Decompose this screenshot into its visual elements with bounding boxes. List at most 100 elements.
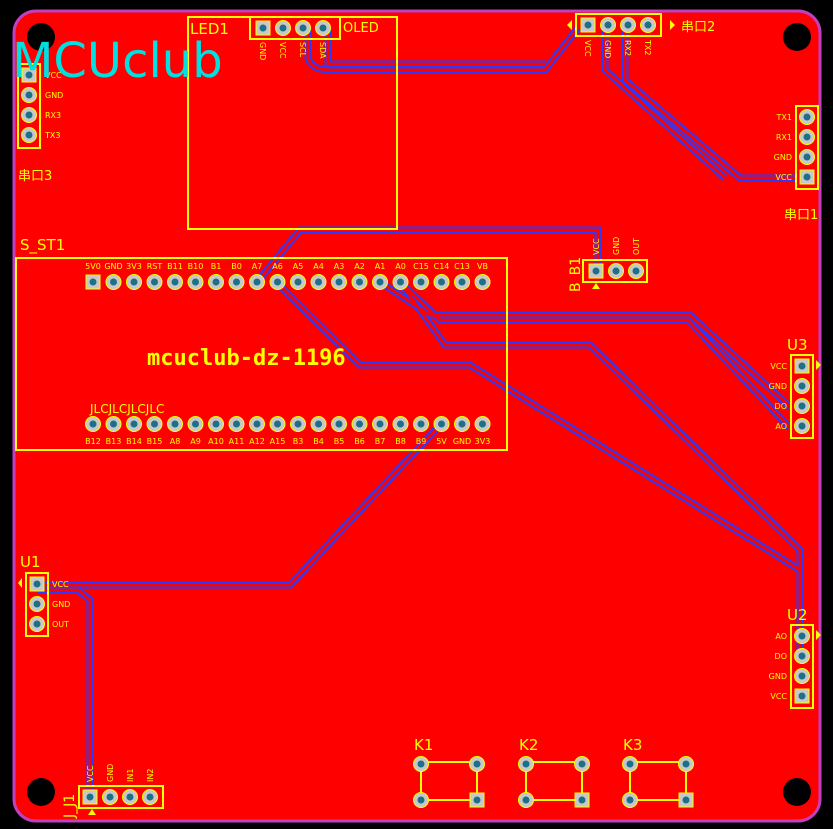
k2-outline — [525, 761, 583, 801]
st-top-pin-label-10: A5 — [293, 262, 304, 271]
u3-label: U3 — [787, 336, 808, 354]
jj1-pin-in1-hole — [126, 793, 134, 801]
st-top-pin-5v0-hole — [89, 278, 97, 286]
u1-label: U1 — [20, 553, 41, 571]
port3-pin-label-1: GND — [45, 91, 63, 100]
led1-label: LED1 — [190, 20, 229, 38]
jj1-pin-label-0: VCC — [86, 765, 95, 782]
oled-pin-label-0: GND — [258, 42, 267, 60]
st-top-pin-label-15: A0 — [395, 262, 406, 271]
k1-pad-tr-hole — [473, 760, 481, 768]
st-bottom-pin-b13-hole — [110, 420, 117, 428]
k1-pad-br-hole — [473, 796, 481, 804]
st-bottom-pin-b14-hole — [130, 420, 138, 428]
k2-pad-tr-hole — [578, 760, 586, 768]
st-top-pin-label-12: A3 — [334, 262, 345, 271]
u1-pin-gnd-hole — [33, 600, 41, 608]
st1-outline — [15, 257, 508, 451]
oled-pin-scl-hole — [299, 24, 307, 32]
port2-pin-rx2-hole — [624, 21, 632, 29]
u1-outline — [25, 572, 49, 637]
port1-pin-tx1-hole — [803, 113, 811, 121]
u3-pin-vcc-hole — [798, 362, 806, 370]
st-bottom-pin-a9-hole — [192, 420, 199, 428]
jj1-pin-label-3: IN2 — [146, 769, 155, 782]
k3-label: K3 — [623, 736, 642, 754]
st-top-pin-c13-hole — [458, 278, 466, 286]
bb1-pin-label-0: VCC — [592, 238, 601, 255]
k3-pad-bl-hole — [626, 796, 634, 804]
u1-pin-out-hole — [33, 620, 41, 628]
u3-pin-label-2: DO — [775, 402, 787, 411]
st-bottom-pin-label-17: 5V — [436, 437, 447, 446]
st-top-pin-label-0: 5V0 — [85, 262, 101, 271]
oled-pin-label-1: VCC — [278, 42, 287, 59]
u2-pin-vcc-hole — [798, 692, 806, 700]
st-bottom-pin-label-7: A11 — [229, 437, 245, 446]
st-top-pin-label-7: B0 — [231, 262, 242, 271]
jj1-pin-label-2: IN1 — [126, 769, 135, 782]
mount-hole-tl — [27, 23, 55, 51]
u3-pin-gnd-hole — [798, 382, 806, 390]
k3-pad-tr-hole — [682, 760, 690, 768]
st-top-pin-label-14: A1 — [375, 262, 386, 271]
mount-hole-tr — [783, 23, 811, 51]
st-bottom-pin-3v3-hole — [479, 420, 486, 428]
st-top-pin-label-18: C13 — [454, 262, 470, 271]
st-bottom-pin-b8-hole — [397, 420, 404, 428]
board-title: mcuclub-dz-1196 — [147, 346, 346, 371]
port3-pin-rx3-hole — [25, 111, 33, 119]
k1-label: K1 — [414, 736, 433, 754]
st-bottom-pin-label-10: B3 — [293, 437, 304, 446]
st-bottom-pin-a12-hole — [253, 420, 261, 428]
st-top-pin-rst-hole — [151, 278, 158, 286]
port2-outline — [575, 13, 662, 37]
oled-pin-label-2: SCL — [298, 42, 307, 58]
st-bottom-pin-b6-hole — [356, 420, 363, 428]
mount-hole-bl — [27, 778, 55, 806]
u2-outline — [790, 624, 814, 709]
st-bottom-pin-label-0: B12 — [85, 437, 101, 446]
bb1-pin-out-hole — [632, 267, 640, 275]
u2-pin-ao-hole — [798, 632, 806, 640]
st-top-pin-label-8: A7 — [252, 262, 263, 271]
port2-pin-gnd-hole — [604, 21, 612, 29]
jj1-label: J_J1 — [62, 794, 78, 819]
pads — [21, 17, 815, 808]
st-top-pin-a2-hole — [356, 278, 363, 286]
k3-pad-br-hole — [682, 796, 690, 804]
st-bottom-pin-label-5: A9 — [190, 437, 201, 446]
st-top-pin-label-5: B10 — [188, 262, 204, 271]
u2-pin-do-hole — [798, 652, 806, 660]
port2-pin-label-2: RX2 — [623, 40, 632, 56]
u3-pin-label-3: AO — [775, 422, 787, 431]
st-bottom-pin-a11-hole — [233, 420, 240, 428]
st-bottom-pin-a10-hole — [212, 420, 220, 428]
st-bottom-pin-label-1: B13 — [106, 437, 122, 446]
st1-label: S_ST1 — [20, 236, 65, 255]
oled-pin-gnd-hole — [259, 24, 267, 32]
port3-pin-label-2: RX3 — [45, 111, 61, 120]
st-bottom-pin-label-12: B5 — [334, 437, 345, 446]
st-bottom-pin-label-8: A12 — [249, 437, 265, 446]
port3-pin-label-0: VCC — [45, 71, 62, 80]
pin1-markers — [18, 20, 821, 815]
mount-hole-br — [783, 778, 811, 806]
st-bottom-pin-label-9: A15 — [270, 437, 286, 446]
st-top-pin-b10-hole — [192, 278, 199, 286]
st-bottom-pin-label-15: B8 — [395, 437, 406, 446]
jj1-pin-vcc-hole — [86, 793, 94, 801]
st-top-pin-c15-hole — [417, 278, 425, 286]
st-top-pin-label-2: 3V3 — [126, 262, 142, 271]
st-top-pin-label-19: VB — [477, 262, 488, 271]
port1-pin-label-3: VCC — [775, 173, 792, 182]
port2-pin-label-1: GND — [603, 40, 612, 58]
k2-pad-br-hole — [578, 796, 586, 804]
bb1-label: B_B1 — [568, 257, 584, 292]
st-bottom-pin-label-4: A8 — [170, 437, 181, 446]
u3-pin-ao-hole — [798, 422, 806, 430]
u1-pin-vcc-hole — [33, 580, 41, 588]
k1-pad-tl-hole — [417, 760, 425, 768]
st-top-pin-c14-hole — [438, 278, 445, 286]
k1-outline — [420, 761, 478, 801]
